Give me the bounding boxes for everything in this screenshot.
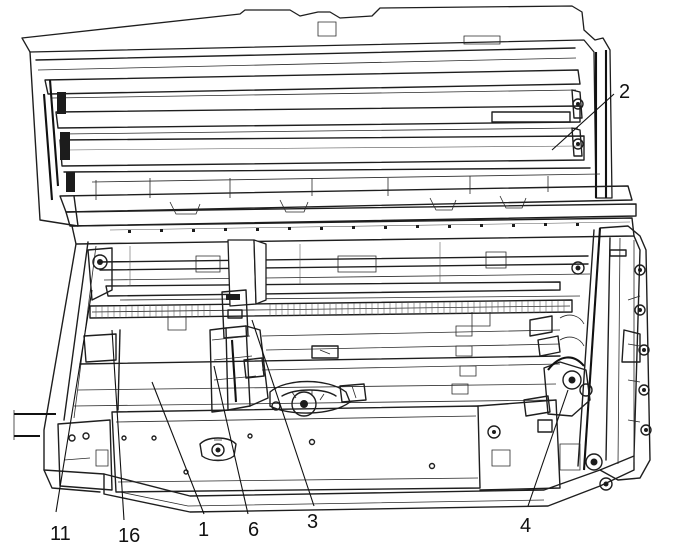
carriage: [209, 239, 269, 413]
base-plate: [73, 315, 561, 411]
right-side-frame: [559, 225, 652, 491]
hinge-rail: [59, 173, 637, 245]
toothed-rack: [89, 299, 573, 331]
numeral-4: 4: [520, 515, 531, 537]
leader-4: [527, 389, 569, 507]
numeral-16: 16: [118, 525, 140, 547]
numeral-3: 3: [307, 511, 318, 533]
numeral-1: 1: [198, 519, 209, 541]
leader-1: [151, 381, 205, 515]
guide-shafts: [87, 242, 591, 301]
leader-lines: [55, 93, 615, 521]
numeral-6: 6: [248, 519, 259, 541]
leader-11: [55, 289, 93, 513]
open-lid: [21, 5, 613, 227]
leader-16: [111, 329, 125, 521]
numeral-11: 11: [50, 523, 71, 545]
reference-numerals: 2 11 16 1 6 3 4: [50, 81, 630, 547]
drive-gear: [269, 380, 367, 417]
leader-3: [251, 319, 315, 507]
leader-6: [213, 365, 249, 515]
right-lever-assembly: [523, 314, 593, 417]
leader-2: [551, 93, 615, 151]
numeral-2: 2: [619, 81, 630, 103]
front-plate: [111, 399, 561, 493]
left-front-corner: [57, 419, 113, 491]
